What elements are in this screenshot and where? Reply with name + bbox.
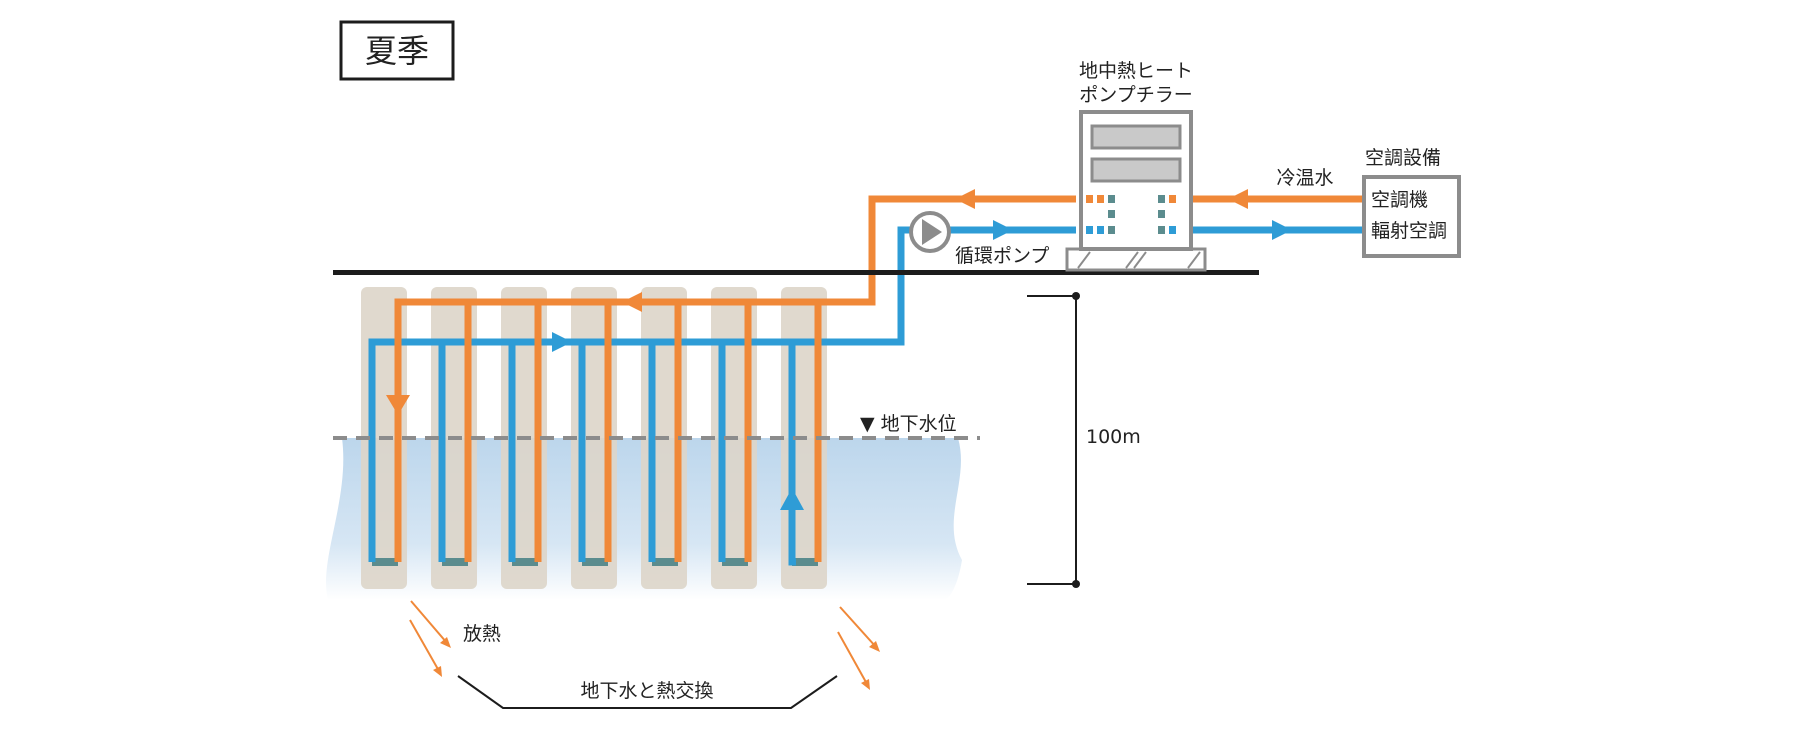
heat-pump-label-line1: 地中熱ヒート: [1079, 60, 1193, 82]
pump-label: 循環ポンプ: [955, 245, 1049, 267]
arrow-warm-left-hvac: [1228, 189, 1248, 209]
depth-label: 100m: [1086, 426, 1141, 448]
flow-arrows: [386, 189, 1292, 510]
heat-pump-label-line2: ポンプチラー: [1079, 84, 1192, 106]
hvac-item-2: 輻射空調: [1371, 220, 1447, 242]
chiller-panel-bottom: [1090, 157, 1182, 183]
depth-scale-top-dot: [1072, 292, 1080, 300]
ground-line: [333, 270, 1259, 275]
warm-water-pipes: [394, 195, 1364, 562]
season-label-box: [339, 20, 455, 81]
water-label: 冷温水: [1276, 167, 1333, 189]
arrow-cool-right-field: [552, 332, 572, 352]
hvac-item-1: 空調機: [1371, 189, 1428, 211]
heat-pump-chiller: [1079, 110, 1193, 251]
chiller-panel-top: [1090, 124, 1182, 150]
arrow-warm-left-top: [955, 189, 975, 209]
circulation-pump-icon: [909, 211, 951, 253]
heat-exchange-bracket: [457, 675, 838, 709]
heat-release-label: 放熱: [463, 623, 501, 645]
hvac-title: 空調設備: [1365, 147, 1441, 169]
heat-release-arrows: [409, 600, 880, 690]
season-label: 夏季: [365, 32, 429, 70]
arrow-warm-left-field: [622, 292, 642, 312]
heat-exchange-label: 地下水と熱交換: [580, 680, 713, 702]
depth-scale: [1027, 295, 1077, 585]
arrow-cool-up: [780, 488, 804, 510]
chiller-ports: [1086, 195, 1176, 234]
arrow-cool-right-top: [993, 220, 1013, 240]
depth-scale-bottom-dot: [1072, 580, 1080, 588]
heat-pump-base: [1065, 247, 1207, 272]
hvac-equipment-box: [1362, 175, 1461, 258]
arrow-cool-right-hvac: [1272, 220, 1292, 240]
water-level-label: ▼ 地下水位: [860, 413, 957, 435]
arrow-warm-down: [386, 395, 410, 415]
